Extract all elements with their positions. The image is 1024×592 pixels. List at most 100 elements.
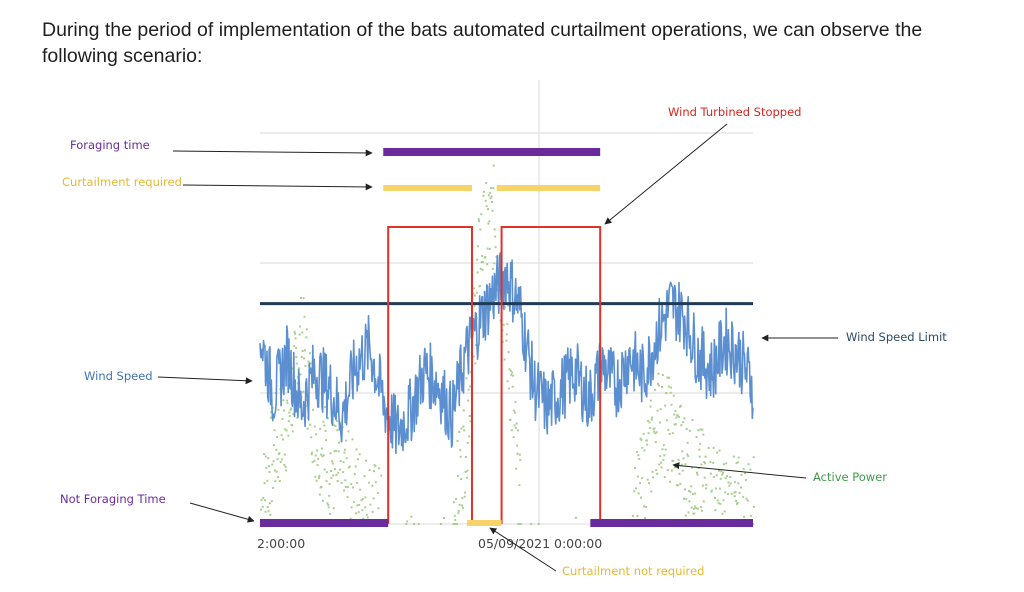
active-power-point [308, 352, 311, 355]
active-power-point [658, 463, 661, 466]
active-power-point [719, 502, 722, 505]
active-power-point [654, 441, 657, 444]
active-power-point [698, 455, 701, 458]
active-power-point [722, 499, 725, 502]
active-power-point [356, 504, 359, 507]
active-power-point [701, 428, 704, 431]
active-power-point [283, 453, 286, 456]
active-power-point [732, 455, 735, 458]
active-power-point [282, 438, 284, 441]
active-power-point [310, 436, 313, 439]
active-power-point [515, 467, 518, 470]
active-power-point [319, 427, 322, 430]
active-power-point [279, 461, 282, 463]
active-power-point [352, 500, 355, 503]
active-power-point [453, 514, 456, 517]
active-power-point [368, 481, 371, 484]
active-power-point [710, 490, 713, 493]
active-power-point [373, 464, 376, 467]
active-power-point [492, 164, 495, 167]
active-power-point [692, 493, 694, 496]
active-power-point [340, 481, 343, 484]
active-power-point [355, 448, 358, 451]
active-power-point [378, 467, 380, 470]
active-power-point [457, 509, 460, 512]
active-power-point [478, 285, 481, 287]
active-power-point [304, 365, 307, 367]
active-power-point [489, 191, 492, 194]
active-power-point [304, 349, 306, 352]
active-power-point [508, 387, 511, 390]
active-power-point [328, 483, 331, 485]
active-power-point [456, 523, 458, 525]
bars-layer [260, 148, 753, 527]
active-power-point [469, 371, 472, 374]
x-tick-label: 05/09/2021 0:00:00 [478, 536, 602, 551]
active-power-point [482, 261, 485, 264]
active-power-point [635, 451, 638, 453]
active-power-point [360, 499, 363, 502]
active-power-point [669, 480, 672, 483]
active-power-point [742, 495, 745, 498]
active-power-point [465, 476, 468, 479]
active-power-point [515, 422, 518, 425]
active-power-point [282, 409, 285, 412]
active-power-point [656, 472, 659, 475]
active-power-point [519, 459, 522, 461]
active-power-point [686, 441, 689, 444]
active-power-point [637, 454, 640, 457]
active-power-point [514, 427, 517, 429]
active-power-point [681, 469, 684, 472]
active-power-point [699, 428, 702, 431]
active-power-point [749, 514, 752, 517]
active-power-point [737, 482, 740, 485]
active-power-point [482, 190, 485, 193]
active-power-point [647, 432, 650, 435]
active-power-point [727, 481, 730, 484]
active-power-point [718, 487, 721, 490]
active-power-point [291, 430, 294, 433]
active-power-point [680, 424, 683, 427]
active-power-point [342, 461, 345, 464]
active-power-point [365, 513, 368, 516]
active-power-point [352, 486, 354, 489]
active-power-point [675, 416, 678, 419]
active-power-point [477, 218, 480, 221]
active-power-point [692, 507, 695, 510]
active-power-point [474, 362, 477, 365]
active-power-point [380, 474, 383, 477]
active-power-point [679, 404, 682, 407]
active-power-point [753, 505, 755, 508]
active-power-point [648, 427, 651, 429]
active-power-point [359, 488, 362, 491]
active-power-point [645, 439, 648, 442]
active-power-point [517, 523, 520, 525]
active-power-point [513, 424, 516, 427]
active-power-point [306, 427, 309, 430]
wind-speed-series [259, 252, 754, 455]
active-power-point [285, 469, 288, 472]
active-power-point [314, 475, 317, 478]
active-power-point [662, 459, 665, 462]
active-power-point [309, 423, 312, 426]
active-power-point [688, 500, 691, 503]
active-power-point [697, 467, 700, 470]
active-power-point [305, 328, 308, 331]
active-power-point [689, 490, 692, 493]
active-power-point [312, 408, 314, 411]
active-power-point [263, 482, 266, 485]
active-power-point [356, 481, 358, 484]
active-power-point [281, 418, 284, 420]
active-power-point [639, 481, 642, 484]
active-power-point [350, 506, 353, 509]
x-tick-label: 2:00:00 [257, 536, 305, 551]
active-power-point [673, 423, 676, 426]
active-power-point [468, 415, 471, 417]
active-power-point [474, 344, 477, 346]
active-power-point [685, 498, 688, 501]
active-power-point [293, 330, 296, 333]
active-power-point [285, 429, 288, 432]
active-power-point [652, 476, 655, 479]
active-power-point [364, 496, 367, 499]
